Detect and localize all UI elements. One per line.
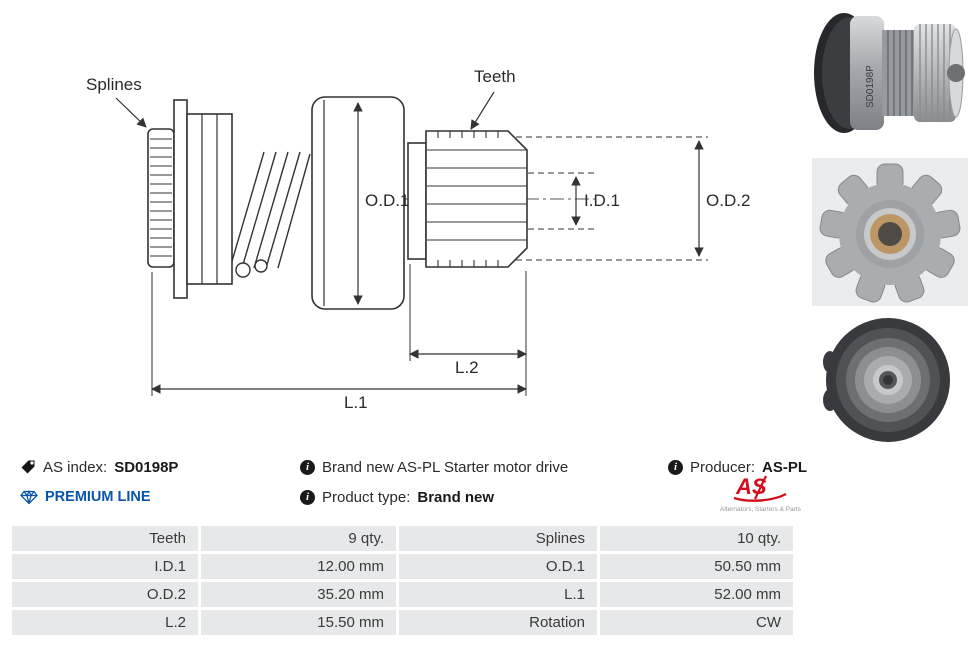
spec-label: Splines [399, 526, 597, 551]
premium-line-row: PREMIUM LINE [20, 487, 151, 507]
spec-value: CW [600, 610, 793, 635]
brand-logo: AS Alternators, Starters & Parts [720, 473, 801, 513]
spec-value: 12.00 mm [201, 554, 396, 579]
id1-label: I.D.1 [584, 191, 620, 210]
product-type-row: i Product type: Brand new [300, 487, 494, 507]
diamond-icon [20, 489, 38, 504]
id1-dimension [528, 172, 594, 230]
spec-value: 50.50 mm [600, 554, 793, 579]
producer-value: AS-PL [762, 458, 808, 476]
as-index-label: AS index: [43, 458, 108, 476]
as-index-value: SD0198P [114, 458, 179, 476]
hub-body [186, 113, 233, 285]
spec-label: O.D.1 [399, 554, 597, 579]
spring-end [235, 262, 251, 278]
spec-label: Rotation [399, 610, 597, 635]
logo-subtext: Alternators, Starters & Parts [720, 506, 801, 513]
gear-front [819, 163, 961, 303]
product-type-label: Product type: [322, 488, 411, 506]
technical-drawing: O.D.1 I.D.1 O.D.2 L.2 L.1 Splines [86, 67, 750, 412]
as-index-row: AS index: SD0198P [20, 457, 178, 477]
flange [173, 99, 188, 299]
l2-label: L.2 [455, 358, 479, 377]
spec-value: 15.50 mm [201, 610, 396, 635]
spec-label: O.D.2 [12, 582, 198, 607]
spec-label: Teeth [12, 526, 198, 551]
spring-end [254, 259, 268, 273]
photo-stamp-text: SD0198P [865, 65, 876, 108]
producer-row: i Producer: AS-PL [668, 457, 807, 477]
table-row: L.2 15.50 mm Rotation CW [12, 610, 793, 635]
spring [229, 151, 311, 269]
spec-label: L.1 [399, 582, 597, 607]
od1-label: O.D.1 [365, 191, 409, 210]
teeth-leader [470, 91, 495, 130]
spec-label: I.D.1 [12, 554, 198, 579]
od2-label: O.D.2 [706, 191, 750, 210]
spec-value: 35.20 mm [201, 582, 396, 607]
spec-value: 10 qty. [600, 526, 793, 551]
table-row: O.D.2 35.20 mm L.1 52.00 mm [12, 582, 793, 607]
description-row: i Brand new AS-PL Starter motor drive [300, 457, 568, 477]
pinion-collar [407, 142, 427, 260]
table-row: Teeth 9 qty. Splines 10 qty. [12, 526, 793, 551]
spec-value: 9 qty. [201, 526, 396, 551]
spec-table: Teeth 9 qty. Splines 10 qty. I.D.1 12.00… [12, 526, 793, 635]
splined-shaft [147, 128, 175, 268]
product-photo-gear-front [812, 158, 968, 306]
od2-dimension [516, 136, 708, 261]
product-photo-back-view [823, 318, 950, 442]
producer-label: Producer: [690, 458, 756, 476]
splines-label: Splines [86, 75, 142, 94]
info-icon: i [300, 459, 315, 475]
l1-dimension [151, 272, 527, 396]
tag-icon [21, 460, 35, 474]
splines-leader [115, 97, 147, 128]
product-photo-side-view: SD0198P [814, 13, 965, 133]
as-pl-logo-icon: AS [733, 474, 787, 502]
product-type-value: Brand new [417, 488, 495, 506]
table-row: I.D.1 12.00 mm O.D.1 50.50 mm [12, 554, 793, 579]
spec-label: L.2 [12, 610, 198, 635]
spec-value: 52.00 mm [600, 582, 793, 607]
l1-label: L.1 [344, 393, 368, 412]
info-icon: i [300, 489, 315, 505]
l2-dimension [409, 264, 527, 396]
description-text: Brand new AS-PL Starter motor drive [322, 458, 569, 476]
teeth-label: Teeth [474, 67, 516, 86]
premium-line-label: PREMIUM LINE [45, 489, 151, 505]
info-icon: i [668, 459, 683, 475]
pinion-gear [425, 130, 528, 268]
